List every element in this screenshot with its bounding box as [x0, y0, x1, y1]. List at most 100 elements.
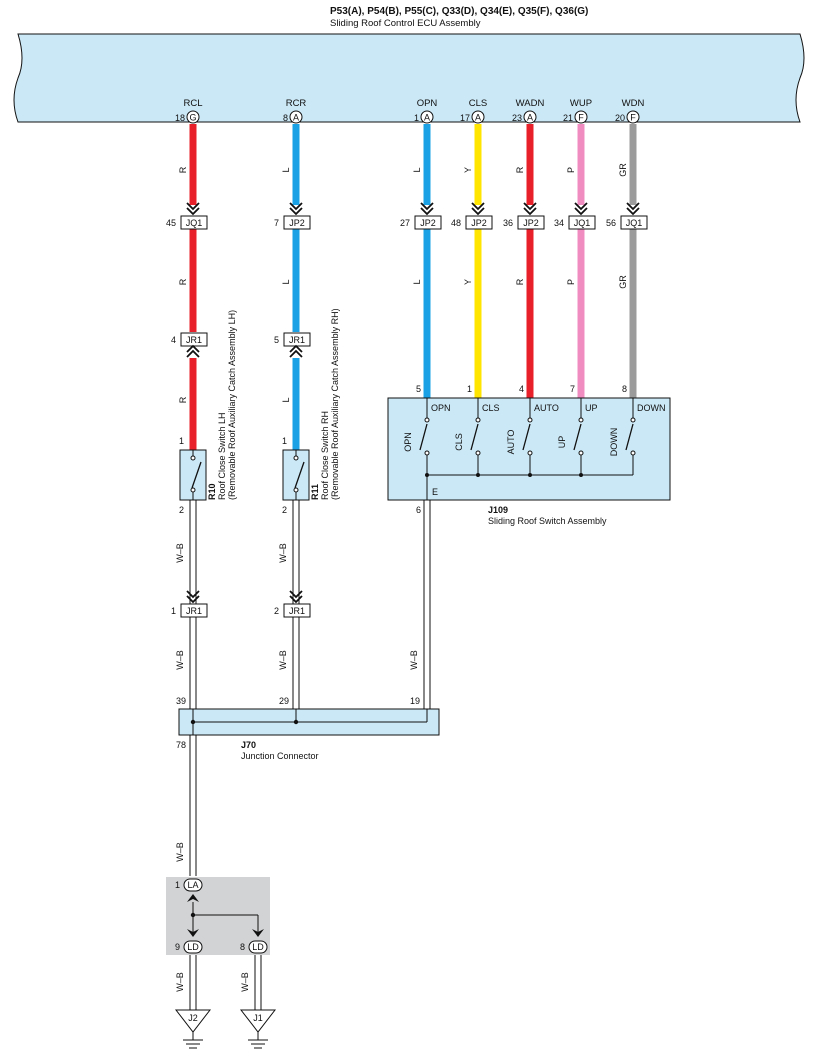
svg-text:W–B: W–B	[240, 972, 250, 992]
svg-text:UP: UP	[585, 403, 598, 413]
svg-text:L: L	[281, 279, 291, 284]
ecu-pin-rcl: RCL G 18	[175, 98, 203, 124]
roof-close-switch-lh: 1 2 R10 Roof Close Switch LH (Removable …	[179, 310, 237, 515]
svg-text:1: 1	[414, 113, 419, 123]
svg-text:78: 78	[176, 740, 186, 750]
svg-text:39: 39	[176, 696, 186, 706]
svg-text:A: A	[424, 113, 430, 123]
svg-text:CLS: CLS	[454, 433, 464, 451]
svg-text:OPN: OPN	[403, 432, 413, 452]
svg-text:JP2: JP2	[420, 218, 436, 228]
svg-text:RCL: RCL	[183, 98, 202, 109]
svg-text:LD: LD	[252, 942, 264, 952]
svg-text:56: 56	[606, 218, 616, 228]
svg-text:(Removable Roof Auxiliary Catc: (Removable Roof Auxiliary Catch Assembly…	[227, 310, 237, 500]
svg-text:W–B: W–B	[409, 650, 419, 670]
svg-text:W–B: W–B	[175, 543, 185, 563]
ground-j2: J2	[174, 1009, 212, 1049]
ground-splice: LA 1 LD 9 LD 8	[166, 877, 270, 955]
svg-text:4: 4	[519, 384, 524, 394]
svg-text:2: 2	[274, 606, 279, 616]
svg-text:JR1: JR1	[289, 606, 305, 616]
svg-text:CLS: CLS	[482, 403, 500, 413]
svg-text:P: P	[566, 167, 576, 173]
svg-text:CLS: CLS	[469, 98, 487, 109]
svg-text:48: 48	[451, 218, 461, 228]
svg-text:Roof Close Switch RH: Roof Close Switch RH	[320, 411, 330, 500]
svg-text:J1: J1	[253, 1013, 263, 1023]
svg-text:Sliding Roof Switch Assembly: Sliding Roof Switch Assembly	[488, 516, 607, 526]
svg-text:29: 29	[279, 696, 289, 706]
svg-text:OPN: OPN	[417, 98, 438, 109]
svg-text:Y: Y	[463, 167, 473, 173]
svg-text:27: 27	[400, 218, 410, 228]
svg-text:JP2: JP2	[289, 218, 305, 228]
svg-text:R: R	[515, 166, 525, 173]
ecu-pin-wadn: WADN A 23	[512, 98, 545, 124]
svg-text:L: L	[412, 279, 422, 284]
svg-text:4: 4	[171, 335, 176, 345]
svg-text:36: 36	[503, 218, 513, 228]
svg-text:Y: Y	[463, 279, 473, 285]
svg-text:8: 8	[283, 113, 288, 123]
svg-text:R: R	[178, 396, 188, 403]
svg-text:Roof Close Switch LH: Roof Close Switch LH	[217, 412, 227, 500]
svg-text:Junction Connector: Junction Connector	[241, 751, 319, 761]
svg-text:A: A	[293, 113, 299, 123]
svg-text:J2: J2	[188, 1013, 198, 1023]
svg-text:7: 7	[274, 218, 279, 228]
svg-text:GR: GR	[618, 275, 628, 289]
svg-text:23: 23	[512, 113, 522, 123]
svg-text:34: 34	[554, 218, 564, 228]
svg-text:2: 2	[179, 505, 184, 515]
svg-text:1: 1	[175, 880, 180, 890]
wire-codes: R R R L L L L L Y Y R R P P GR GR W–B W–…	[175, 163, 628, 992]
svg-text:L: L	[281, 397, 291, 402]
svg-text:8: 8	[622, 384, 627, 394]
ecu-pin-opn: OPN A 1	[414, 98, 438, 124]
svg-text:L: L	[281, 167, 291, 172]
svg-text:UP: UP	[557, 436, 567, 449]
svg-text:W–B: W–B	[278, 650, 288, 670]
svg-text:21: 21	[563, 113, 573, 123]
ecu-id: P53(A), P54(B), P55(C), Q33(D), Q34(E), …	[330, 6, 588, 17]
svg-text:J109: J109	[488, 505, 508, 515]
svg-text:5: 5	[274, 335, 279, 345]
svg-text:JQ1: JQ1	[186, 218, 203, 228]
svg-text:L: L	[412, 167, 422, 172]
svg-text:JR1: JR1	[289, 335, 305, 345]
svg-text:WADN: WADN	[516, 98, 545, 109]
svg-text:AUTO: AUTO	[506, 430, 516, 455]
jr1-lower-joints: JR1 1 JR1 2	[171, 590, 311, 618]
sliding-roof-switch-assembly: 5 1 4 7 8 OPN CLS AUTO UP DOWN	[387, 384, 671, 526]
svg-text:DOWN: DOWN	[609, 428, 619, 457]
jr1-upper-joints: JR1 4 JR1 5	[171, 332, 311, 358]
svg-text:G: G	[189, 113, 196, 123]
upper-joints: JQ1 45 JP2 7 JP2 27 JP2 48 JP2 36 JQ1 34…	[166, 202, 648, 230]
svg-text:J70: J70	[241, 740, 256, 750]
svg-text:6: 6	[416, 505, 421, 515]
svg-text:JR1: JR1	[186, 335, 202, 345]
roof-close-switch-rh: 1 2 R11 Roof Close Switch RH (Removable …	[282, 308, 340, 515]
svg-text:WDN: WDN	[622, 98, 645, 109]
svg-text:W–B: W–B	[175, 972, 185, 992]
svg-text:AUTO: AUTO	[534, 403, 559, 413]
svg-text:W–B: W–B	[175, 842, 185, 862]
svg-text:1: 1	[179, 436, 184, 446]
svg-text:1: 1	[467, 384, 472, 394]
svg-text:F: F	[630, 113, 636, 123]
svg-text:W–B: W–B	[278, 543, 288, 563]
svg-text:W–B: W–B	[175, 650, 185, 670]
svg-text:R10: R10	[207, 483, 217, 500]
svg-text:20: 20	[615, 113, 625, 123]
junction-connector: 39 29 19 78 J70 Junction Connector	[176, 696, 440, 761]
svg-text:17: 17	[460, 113, 470, 123]
svg-text:8: 8	[240, 942, 245, 952]
ecu-pin-wup: WUP F 21	[563, 98, 592, 124]
svg-text:F: F	[578, 113, 584, 123]
svg-text:JP2: JP2	[523, 218, 539, 228]
svg-text:A: A	[527, 113, 533, 123]
svg-text:7: 7	[570, 384, 575, 394]
svg-text:JP2: JP2	[471, 218, 487, 228]
